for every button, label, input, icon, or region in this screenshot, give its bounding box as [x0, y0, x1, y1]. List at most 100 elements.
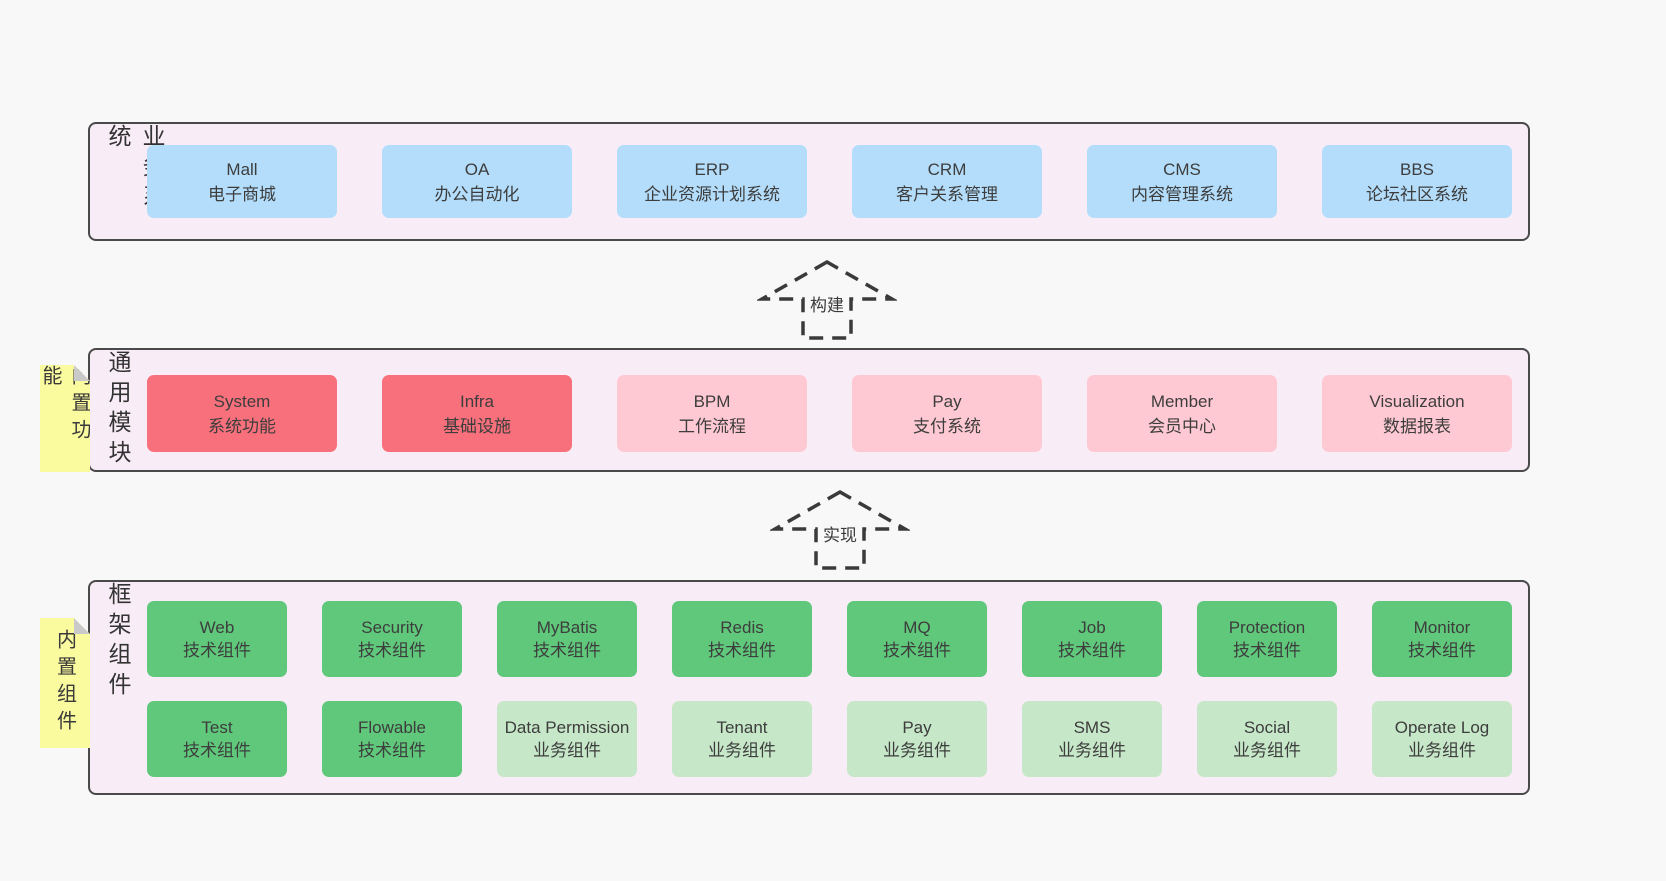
box-row: System 系统功能 Infra 基础设施 BPM 工作流程 Pay 支付系统… — [147, 375, 1512, 452]
box-security: Security 技术组件 — [322, 601, 462, 677]
up-block-arrow-icon — [757, 259, 897, 340]
panel-side-label: 通用模块 — [105, 350, 131, 470]
arrow-implement: 实现 — [770, 487, 910, 573]
box-title: Protection — [1228, 618, 1306, 637]
box-title: BBS — [1399, 159, 1435, 179]
box-row: Web 技术组件 Security 技术组件 MyBatis 技术组件 Redi… — [147, 601, 1512, 677]
box-title: SMS — [1073, 718, 1111, 737]
box-title: Operate Log — [1394, 718, 1490, 737]
box-title: CRM — [927, 159, 967, 179]
panel-framework-components: 框架组件 Web 技术组件 Security 技术组件 MyBatis 技术组件… — [88, 580, 1530, 795]
sticky-label: 内置功能 — [39, 365, 90, 446]
box-subtitle: 内容管理系统 — [1131, 184, 1233, 204]
box-subtitle: 论坛社区系统 — [1366, 184, 1468, 204]
up-block-arrow-icon — [770, 489, 910, 570]
box-title: Test — [201, 718, 233, 737]
box-pay: Pay 支付系统 — [852, 375, 1042, 452]
box-visualization: Visualization 数据报表 — [1322, 375, 1512, 452]
box-title: Social — [1243, 718, 1291, 737]
box-title: Security — [361, 618, 423, 637]
box-bbs: BBS 论坛社区系统 — [1322, 145, 1512, 218]
arrow-label: 构建 — [806, 290, 848, 317]
box-subtitle: 技术组件 — [1058, 641, 1126, 660]
box-subtitle: 客户关系管理 — [896, 184, 998, 204]
box-subtitle: 技术组件 — [358, 741, 426, 760]
box-tenant: Tenant 业务组件 — [672, 701, 812, 777]
box-web: Web 技术组件 — [147, 601, 287, 677]
box-subtitle: 技术组件 — [1408, 641, 1476, 660]
box-title: Pay — [932, 391, 962, 411]
box-row: Test 技术组件 Flowable 技术组件 Data Permission … — [147, 701, 1512, 777]
box-subtitle: 技术组件 — [708, 641, 776, 660]
box-title: Tenant — [716, 718, 768, 737]
box-subtitle: 技术组件 — [183, 641, 251, 660]
box-mall: Mall 电子商城 — [147, 145, 337, 218]
box-subtitle: 技术组件 — [883, 641, 951, 660]
box-subtitle: 支付系统 — [913, 416, 981, 436]
arrow-label: 实现 — [819, 520, 861, 547]
box-infra: Infra 基础设施 — [382, 375, 572, 452]
box-row: Mall 电子商城 OA 办公自动化 ERP 企业资源计划系统 CRM 客户关系… — [147, 145, 1512, 218]
box-title: Pay — [902, 718, 932, 737]
box-member: Member 会员中心 — [1087, 375, 1277, 452]
box-subtitle: 业务组件 — [1408, 741, 1476, 760]
box-subtitle: 技术组件 — [533, 641, 601, 660]
box-subtitle: 基础设施 — [443, 416, 511, 436]
box-subtitle: 办公自动化 — [434, 184, 520, 204]
box-erp: ERP 企业资源计划系统 — [617, 145, 807, 218]
box-operate-log: Operate Log 业务组件 — [1372, 701, 1512, 777]
box-sms: SMS 业务组件 — [1022, 701, 1162, 777]
panel-business-systems: 业务系统 Mall 电子商城 OA 办公自动化 ERP 企业资源计划系统 CRM… — [88, 122, 1530, 241]
box-subtitle: 业务组件 — [883, 741, 951, 760]
box-title: ERP — [694, 159, 730, 179]
box-subtitle: 业务组件 — [708, 741, 776, 760]
box-monitor: Monitor 技术组件 — [1372, 601, 1512, 677]
box-title: Job — [1078, 618, 1106, 637]
sticky-note-builtin-components: 内置组件 — [40, 618, 90, 748]
box-oa: OA 办公自动化 — [382, 145, 572, 218]
box-subtitle: 工作流程 — [678, 416, 746, 436]
panel-side-label: 框架组件 — [105, 582, 131, 702]
box-title: Member — [1150, 391, 1214, 411]
box-subtitle: 企业资源计划系统 — [644, 184, 780, 204]
sticky-note-builtin-functions: 内置功能 — [40, 365, 90, 472]
box-crm: CRM 客户关系管理 — [852, 145, 1042, 218]
box-subtitle: 数据报表 — [1383, 416, 1451, 436]
box-title: CMS — [1163, 159, 1201, 179]
box-pay-component: Pay 业务组件 — [847, 701, 987, 777]
box-subtitle: 电子商城 — [208, 184, 276, 204]
box-title: MyBatis — [536, 618, 598, 637]
box-cms: CMS 内容管理系统 — [1087, 145, 1277, 218]
box-system: System 系统功能 — [147, 375, 337, 452]
box-title: Visualization — [1369, 391, 1465, 411]
panel-common-modules: 通用模块 System 系统功能 Infra 基础设施 BPM 工作流程 Pay… — [88, 348, 1530, 472]
box-title: OA — [464, 159, 490, 179]
box-subtitle: 技术组件 — [183, 741, 251, 760]
box-bpm: BPM 工作流程 — [617, 375, 807, 452]
box-protection: Protection 技术组件 — [1197, 601, 1337, 677]
box-redis: Redis 技术组件 — [672, 601, 812, 677]
box-subtitle: 技术组件 — [358, 641, 426, 660]
box-subtitle: 技术组件 — [1233, 641, 1301, 660]
box-subtitle: 业务组件 — [1233, 741, 1301, 760]
box-subtitle: 业务组件 — [1058, 741, 1126, 760]
box-job: Job 技术组件 — [1022, 601, 1162, 677]
box-subtitle: 系统功能 — [208, 416, 276, 436]
box-title: Web — [199, 618, 235, 637]
box-social: Social 业务组件 — [1197, 701, 1337, 777]
box-title: Mall — [226, 159, 258, 179]
box-data-permission: Data Permission 业务组件 — [497, 701, 637, 777]
sticky-label: 内置组件 — [53, 629, 76, 737]
box-title: BPM — [693, 391, 731, 411]
box-flowable: Flowable 技术组件 — [322, 701, 462, 777]
arrow-build: 构建 — [757, 257, 897, 343]
box-test: Test 技术组件 — [147, 701, 287, 777]
box-title: System — [213, 391, 271, 411]
box-title: Redis — [720, 618, 764, 637]
box-title: Monitor — [1413, 618, 1471, 637]
box-mybatis: MyBatis 技术组件 — [497, 601, 637, 677]
box-subtitle: 会员中心 — [1148, 416, 1216, 436]
box-mq: MQ 技术组件 — [847, 601, 987, 677]
box-title: Data Permission — [504, 718, 630, 737]
